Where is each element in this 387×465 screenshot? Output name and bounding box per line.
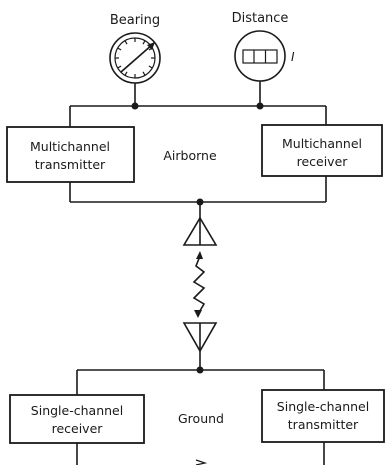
multichannel-transmitter-label-2: transmitter <box>35 157 106 172</box>
multichannel-receiver-label: Multichannel <box>282 136 362 151</box>
radio-link-zigzag-icon <box>192 251 206 318</box>
single-channel-transmitter-label-2: transmitter <box>288 417 359 432</box>
distance-label: Distance <box>232 11 289 26</box>
bearing-dial-icon <box>109 32 161 84</box>
single-channel-transmitter-label: Single-channel <box>277 399 369 414</box>
distance-note: I <box>291 50 295 64</box>
single-channel-receiver-label-2: receiver <box>52 421 104 436</box>
multichannel-transmitter-label: Multichannel <box>30 139 110 154</box>
ground-label: Ground <box>178 411 224 426</box>
single-channel-transmitter-box <box>261 389 385 443</box>
multichannel-receiver-label-2: receiver <box>297 154 349 169</box>
single-channel-receiver-label: Single-channel <box>31 403 123 418</box>
multichannel-receiver-box <box>261 124 383 177</box>
distance-counter-icon <box>234 30 286 82</box>
airborne-label: Airborne <box>163 148 217 163</box>
multichannel-transmitter-box <box>6 126 135 183</box>
airborne-antenna-icon <box>182 216 218 246</box>
bearing-label: Bearing <box>110 13 160 28</box>
